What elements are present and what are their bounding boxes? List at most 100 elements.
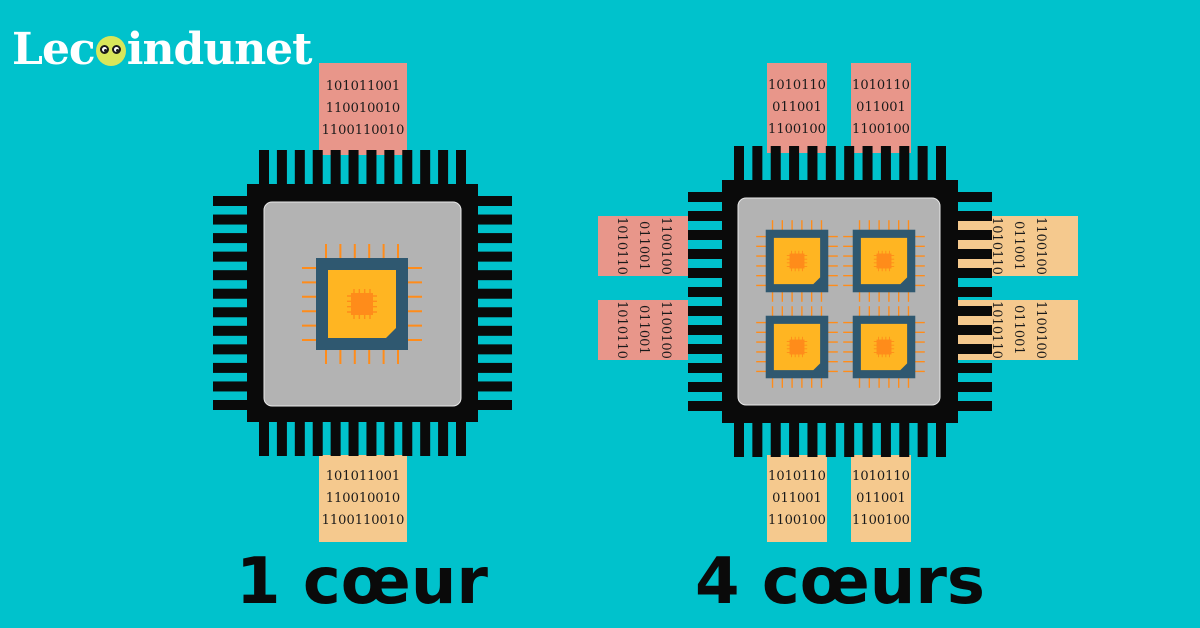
pin bbox=[213, 288, 247, 299]
pin bbox=[862, 423, 873, 457]
pin bbox=[844, 423, 855, 457]
pin bbox=[213, 251, 247, 262]
pin bbox=[958, 382, 992, 392]
pin bbox=[958, 363, 992, 373]
pin bbox=[384, 150, 395, 184]
pin bbox=[478, 400, 512, 410]
pin bbox=[880, 146, 891, 180]
pin bbox=[456, 150, 466, 184]
pin bbox=[958, 401, 992, 411]
pin bbox=[807, 146, 818, 180]
pin bbox=[213, 325, 247, 336]
pin bbox=[958, 287, 992, 297]
pin bbox=[276, 150, 287, 184]
center-chip bbox=[789, 339, 805, 355]
pin bbox=[294, 150, 305, 184]
pin bbox=[366, 150, 377, 184]
pin bbox=[770, 146, 781, 180]
pin bbox=[825, 423, 836, 457]
pin bbox=[330, 150, 341, 184]
pin bbox=[936, 146, 946, 180]
pin bbox=[478, 307, 512, 318]
pin bbox=[688, 401, 722, 411]
pin bbox=[213, 233, 247, 244]
pin bbox=[213, 362, 247, 373]
pin bbox=[478, 325, 512, 336]
pin bbox=[478, 196, 512, 206]
pin bbox=[259, 422, 269, 456]
pin bbox=[478, 214, 512, 225]
center-chip bbox=[351, 293, 373, 315]
pin bbox=[807, 423, 818, 457]
pin bbox=[917, 423, 928, 457]
pin bbox=[688, 192, 722, 202]
pin bbox=[312, 150, 323, 184]
pin bbox=[384, 422, 395, 456]
pin bbox=[936, 423, 946, 457]
pin bbox=[958, 249, 992, 259]
pin bbox=[688, 211, 722, 221]
pin bbox=[438, 150, 449, 184]
pin bbox=[213, 344, 247, 355]
pin bbox=[752, 146, 763, 180]
pin bbox=[366, 422, 377, 456]
pin bbox=[958, 211, 992, 221]
pin bbox=[478, 344, 512, 355]
center-chip bbox=[789, 253, 805, 269]
pin bbox=[688, 382, 722, 392]
pin bbox=[402, 150, 413, 184]
pin bbox=[688, 230, 722, 240]
pin bbox=[478, 288, 512, 299]
pin bbox=[478, 270, 512, 281]
pin bbox=[862, 146, 873, 180]
pin bbox=[958, 268, 992, 278]
pin bbox=[213, 270, 247, 281]
pin bbox=[330, 422, 341, 456]
pin bbox=[276, 422, 287, 456]
center-chip bbox=[876, 339, 892, 355]
pin bbox=[402, 422, 413, 456]
pin bbox=[789, 423, 800, 457]
pin bbox=[688, 344, 722, 354]
pin bbox=[688, 287, 722, 297]
pin bbox=[420, 422, 431, 456]
pin bbox=[478, 381, 512, 392]
pin bbox=[917, 146, 928, 180]
pin bbox=[213, 400, 247, 410]
logo-eyes-icon bbox=[95, 36, 126, 66]
pin bbox=[213, 196, 247, 206]
pin bbox=[688, 363, 722, 373]
pin bbox=[213, 307, 247, 318]
pin bbox=[312, 422, 323, 456]
single-core-caption: 1 cœur bbox=[236, 545, 488, 619]
pin bbox=[294, 422, 305, 456]
pin bbox=[213, 381, 247, 392]
pin bbox=[752, 423, 763, 457]
pin bbox=[789, 146, 800, 180]
pin bbox=[478, 233, 512, 244]
pin bbox=[958, 325, 992, 335]
pin bbox=[734, 423, 744, 457]
pin bbox=[420, 150, 431, 184]
pin bbox=[213, 214, 247, 225]
pin bbox=[688, 249, 722, 259]
pin bbox=[880, 423, 891, 457]
pin bbox=[438, 422, 449, 456]
pin bbox=[958, 230, 992, 240]
pin bbox=[348, 150, 359, 184]
pin bbox=[348, 422, 359, 456]
pin bbox=[688, 268, 722, 278]
pin bbox=[688, 306, 722, 316]
quad-core-caption: 4 cœurs bbox=[695, 545, 985, 619]
pin bbox=[958, 192, 992, 202]
pin bbox=[899, 423, 910, 457]
single-core-processor bbox=[213, 150, 512, 456]
